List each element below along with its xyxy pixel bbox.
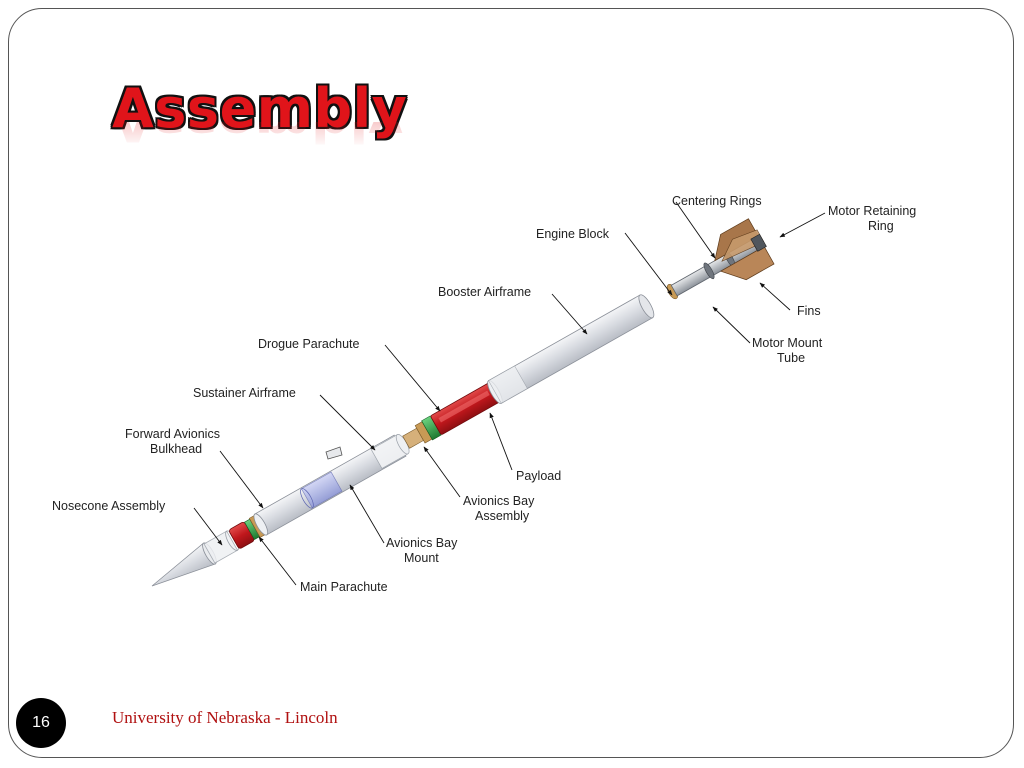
label-main-parachute: Main Parachute xyxy=(300,580,388,594)
label-booster-airframe: Booster Airframe xyxy=(438,285,531,299)
label-avionics-bay-mount-line1: Avionics Bay xyxy=(386,536,458,550)
leader-centering-rings xyxy=(675,201,716,259)
avionics-bay-cap xyxy=(325,446,343,460)
leader-main-parachute xyxy=(258,536,297,586)
leader-motor-retaining-ring xyxy=(779,212,826,238)
label-motor-mount-tube-line2: Tube xyxy=(777,351,805,365)
title-block: Assembly Assembly xyxy=(112,77,408,149)
label-engine-block: Engine Block xyxy=(536,227,610,241)
slide-number: 16 xyxy=(32,714,50,731)
motor-retaining-ring xyxy=(750,233,767,252)
label-avionics-bay-assembly-line1: Avionics Bay xyxy=(463,494,535,508)
leader-motor-mount-tube xyxy=(712,306,751,344)
label-centering-rings: Centering Rings xyxy=(672,194,762,208)
label-drogue-parachute: Drogue Parachute xyxy=(258,337,360,351)
leader-engine-block xyxy=(624,232,673,296)
leader-avionics-bay-assembly xyxy=(423,446,461,498)
label-motor-retaining-ring-line2: Ring xyxy=(868,219,894,233)
leader-drogue-parachute xyxy=(384,344,441,412)
label-forward-avionics-bulkhead-line2: Bulkhead xyxy=(150,442,202,456)
slide-number-badge: 16 xyxy=(16,698,66,748)
centering-ring xyxy=(703,262,715,280)
label-nosecone-assembly: Nosecone Assembly xyxy=(52,499,166,513)
slide-title: Assembly xyxy=(112,77,408,140)
label-forward-avionics-bulkhead-line1: Forward Avionics xyxy=(125,427,220,441)
leader-booster-airframe xyxy=(551,293,588,335)
label-fins: Fins xyxy=(797,304,821,318)
label-avionics-bay-mount-line2: Mount xyxy=(404,551,439,565)
footer-text: University of Nebraska - Lincoln xyxy=(112,708,338,727)
fin xyxy=(719,246,775,281)
label-payload: Payload xyxy=(516,469,561,483)
leader-payload xyxy=(489,412,513,471)
label-avionics-bay-assembly-line2: Assembly xyxy=(475,509,530,523)
leader-forward-avionics-bulkhead xyxy=(219,450,264,509)
leader-avionics-bay-mount xyxy=(349,484,385,544)
leader-fins xyxy=(759,282,791,311)
leader-nosecone-assembly xyxy=(193,507,223,546)
rocket-body xyxy=(151,218,775,587)
label-motor-mount-tube-line1: Motor Mount xyxy=(752,336,823,350)
leader-sustainer-airframe xyxy=(319,394,376,451)
label-motor-retaining-ring-line1: Motor Retaining xyxy=(828,204,916,218)
label-sustainer-airframe: Sustainer Airframe xyxy=(193,386,296,400)
